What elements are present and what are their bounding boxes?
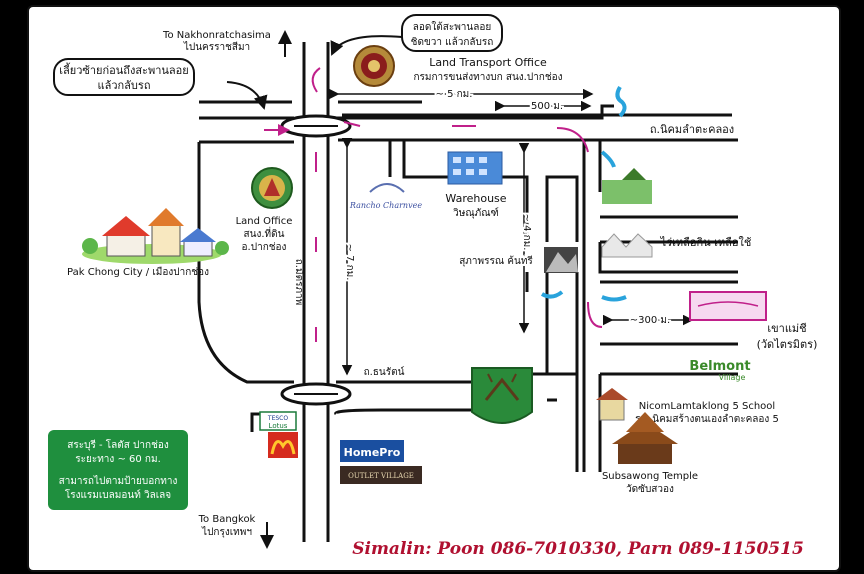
temple-en: Subsawong Temple: [602, 471, 698, 482]
east-road-east: [598, 140, 738, 284]
note-top-line2: ชิดขวา แล้วกลับรถ: [411, 36, 494, 48]
land-office-line2: สนง.ที่ดิน: [244, 226, 285, 240]
roads: [197, 42, 738, 542]
dist-500m: 500 ม.: [531, 101, 563, 112]
thanarat-road-bottom: [334, 408, 472, 416]
road-lamtakong: ถ.นิคมลำตะคลอง: [650, 123, 734, 136]
tesco-line2: Lotus: [269, 422, 288, 430]
houses-icon: [82, 208, 229, 264]
overpass-north: [280, 114, 352, 138]
route-info-line1: สระบุรี - โลตัส ปากช่อง: [67, 438, 169, 451]
rai-liakin: ไร่เหลือกิน เหลือใช้: [660, 236, 752, 249]
national-park-badge-icon: [471, 367, 533, 424]
belmont-logo: Belmont Village: [689, 359, 750, 382]
supaporn: สุภาพรรณ ค้นทรี: [459, 255, 533, 267]
route-info-line4: โรงแรมเบลมอนท์ วิลเลจ: [65, 488, 171, 501]
outlet-village-logo: OUTLET VILLAGE: [340, 466, 422, 484]
road-mittraphap: ถ.มิตรภาพ: [293, 259, 304, 306]
homepro-logo: HomePro: [340, 440, 404, 462]
khao-mae-chi-sign: [689, 291, 767, 321]
water-marks: [540, 85, 627, 302]
to-bangkok-th: ไปกรุงเทพฯ: [201, 526, 252, 538]
khao-mae-chi-line1: เขาแม่ชี: [767, 322, 806, 335]
belmont-line1: Belmont: [689, 359, 750, 374]
homepro-text: HomePro: [344, 446, 401, 459]
map: เลี้ยวซ้ายก่อนถึงสะพานลอย แล้วกลับรถ ลอด…: [48, 14, 818, 559]
outlet-text: OUTLET VILLAGE: [348, 472, 414, 480]
land-office-line1: Land Office: [236, 216, 293, 227]
mountain-icon: [544, 247, 578, 273]
farm-icon: [601, 233, 653, 258]
land-transport-th: กรมการขนส่งทางบก สนง.ปากช่อง: [413, 72, 562, 83]
dist-300m: ~300 ม.: [630, 315, 670, 326]
top-road-south: [199, 104, 614, 120]
dist-5km: ~ 5 กม.: [436, 89, 473, 100]
land-transport-seal-icon: [353, 45, 395, 87]
left-road: [197, 140, 294, 384]
note-left-arrow: [226, 81, 268, 110]
note-top-line1: ลอดใต้สะพานลอย: [413, 21, 492, 33]
land-office-seal-icon: [251, 167, 293, 209]
dist-7km: ~ 7 กม.: [344, 244, 355, 281]
school-icon: [596, 388, 628, 421]
overpass-south: [280, 382, 352, 406]
note-top-box: [401, 14, 503, 52]
road-thanarat: ถ.ธนรัตน์: [364, 366, 405, 378]
to-bangkok-en: To Bangkok: [198, 514, 256, 525]
warehouse-th: วิษณุภัณฑ์: [453, 207, 499, 219]
inner-road: [525, 272, 579, 374]
note-left-box: [53, 58, 195, 96]
mcdonalds-logo-icon: [268, 432, 298, 458]
khao-mae-chi-line2: (วัดไตรมิตร): [757, 338, 818, 351]
contact-line: Simalin: Poon 086-7010330, Parn 089-1150…: [352, 539, 804, 559]
school-th: ร.ร.นิคมสร้างตนเองลำตะคลอง 5: [635, 413, 779, 425]
tesco-line1: TESCO: [267, 415, 288, 422]
direction-arrows: [226, 30, 403, 549]
land-transport-en: Land Transport Office: [429, 56, 547, 69]
route-info-line2: ระยะทาง ~ 60 กม.: [75, 454, 161, 465]
rancho-logo-text: Rancho Charnvee: [349, 201, 422, 210]
land-office-line3: อ.ปากช่อง: [242, 242, 287, 253]
rancho-logo: Rancho Charnvee: [349, 183, 422, 210]
resort-icon: [602, 168, 652, 204]
distance-arrows: [329, 88, 694, 376]
note-left-line1: เลี้ยวซ้ายก่อนถึงสะพานลอย: [59, 62, 188, 77]
map-frame: เลี้ยวซ้ายก่อนถึงสะพานลอย แล้วกลับรถ ลอด…: [27, 5, 841, 572]
temple-icon: [612, 412, 678, 464]
u-turn-arrows: [264, 67, 603, 342]
note-left-line2: แล้วกลับรถ: [98, 79, 151, 92]
route-info-line3: สามารถไปตามป้ายบอกทาง: [59, 475, 178, 487]
dist-4km: ~ 4 กม.: [521, 214, 532, 251]
belmont-line2: Village: [719, 373, 746, 382]
lower-road: [532, 372, 579, 472]
to-nakhon-th: ไปนครราชสีมา: [183, 41, 250, 53]
warehouse-icon: [447, 151, 503, 185]
tesco-lotus-logo: TESCO Lotus: [259, 411, 297, 431]
note-top-arrow: [330, 35, 403, 56]
warehouse-en: Warehouse: [445, 192, 506, 205]
pak-chong-city: Pak Chong City / เมืองปากช่อง: [67, 266, 209, 278]
route-info-box: สระบุรี - โลตัส ปากช่อง ระยะทาง ~ 60 กม.…: [48, 430, 188, 510]
school-en: NicomLamtaklong 5 School: [639, 401, 775, 412]
to-nakhon-en: To Nakhonratchasima: [162, 30, 271, 41]
temple-th: วัดซับสวอง: [626, 484, 674, 495]
